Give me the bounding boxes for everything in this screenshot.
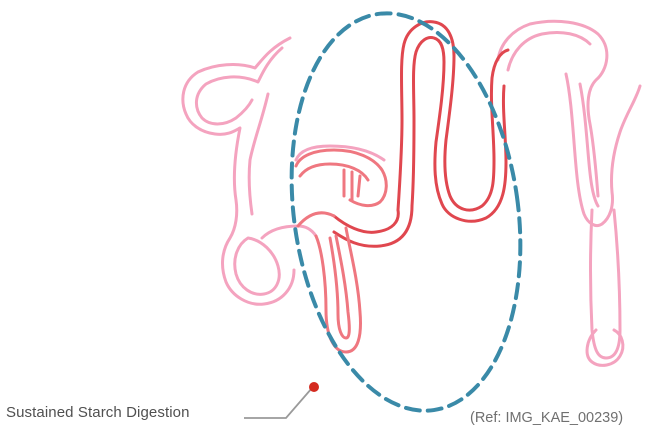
caeca-outline: [498, 21, 640, 365]
callout-dot: [309, 382, 319, 392]
ileum-outer: [334, 210, 398, 232]
duodenum-lower: [300, 164, 368, 180]
esophagus-outline: [249, 94, 268, 214]
callout-line: [244, 388, 312, 418]
callout-label: Sustained Starch Digestion: [6, 404, 190, 421]
duodenal-loop: [296, 150, 386, 352]
ileum-inner: [334, 206, 412, 246]
reference-label: (Ref: IMG_KAE_00239): [470, 410, 623, 426]
proventriculus-outline: [262, 226, 316, 238]
crop-inner: [196, 48, 282, 124]
caecum-left-inner: [508, 32, 590, 70]
descending-duodenum-inner: [330, 236, 349, 338]
gizzard-outline: [235, 238, 279, 294]
duodenum-upper: [296, 150, 386, 206]
highlight-ellipse: [267, 0, 544, 426]
caecum-right: [566, 74, 640, 226]
small-intestine: [334, 22, 508, 247]
colon: [591, 210, 621, 358]
duodenum-join: [298, 213, 334, 226]
pancreatic-branch-3: [358, 176, 360, 196]
